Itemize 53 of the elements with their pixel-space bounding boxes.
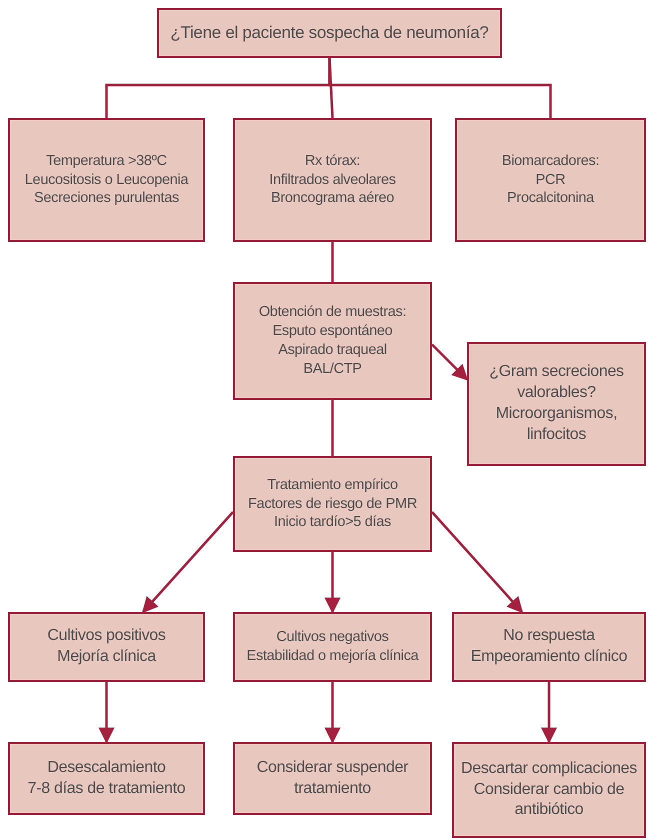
flow-box xyxy=(8,612,205,682)
box-text: Empeoramiento clínico xyxy=(470,647,628,667)
flow-box xyxy=(233,456,432,552)
box-text: Descartar complicaciones xyxy=(461,758,637,779)
box-text: Temperatura >38ºC xyxy=(46,152,167,171)
arrow xyxy=(541,682,557,744)
flow-box xyxy=(467,342,646,466)
flow-box xyxy=(8,118,205,242)
box-text: 7-8 días de tratamiento xyxy=(28,778,186,798)
flow-box xyxy=(455,118,646,242)
flow-box xyxy=(8,742,205,815)
box-text: ¿Tiene el paciente sospecha de neumonía? xyxy=(170,22,489,44)
box-text: Biomarcadores: xyxy=(502,152,600,171)
box-text: BAL/CTP xyxy=(303,360,362,379)
box-text: Secreciones purulentas xyxy=(34,189,179,208)
connector-line xyxy=(331,400,334,456)
flow-box xyxy=(233,118,432,242)
box-text: Mejoría clínica xyxy=(57,647,156,667)
box-text: Procalcitonina xyxy=(507,189,594,208)
connector-line xyxy=(328,58,552,118)
arrow xyxy=(98,682,114,744)
box-text: Cultivos positivos xyxy=(47,626,166,646)
box-text: No respuesta xyxy=(503,626,595,646)
box-text: Aspirado traqueal xyxy=(278,341,387,360)
flow-box xyxy=(452,612,646,682)
arrow xyxy=(142,511,234,614)
box-text: Factores de riesgo de PMR xyxy=(248,494,417,514)
arrow xyxy=(324,682,340,744)
flow-box xyxy=(233,282,432,400)
connector-line xyxy=(331,242,334,282)
box-text: ¿Gram secreciones valorables? xyxy=(488,362,625,404)
box-text: Broncograma aéreo xyxy=(270,189,394,208)
box-text: Obtención de muestras: xyxy=(258,303,406,322)
flow-box xyxy=(452,742,646,838)
box-text: PCR xyxy=(536,170,566,190)
box-text: Desescalamiento xyxy=(47,758,166,778)
box-text: Considerar cambio de antibiótico xyxy=(472,780,626,820)
box-text: Estabilidad o mejoría clínica xyxy=(246,647,418,666)
arrow xyxy=(324,552,340,614)
box-text: Microorganismos, linfocitos xyxy=(494,404,618,445)
flow-box xyxy=(233,612,432,682)
box-text: Infiltrados alveolares xyxy=(269,170,396,190)
arrow xyxy=(431,344,468,381)
box-text: Esputo espontáneo xyxy=(272,322,392,341)
box-text: Leucositosis o Leucopenia xyxy=(24,170,188,190)
box-text: Tratamiento empírico xyxy=(267,476,398,495)
box-text: Cultivos negativos xyxy=(276,628,389,647)
flow-box xyxy=(157,8,502,58)
flow-box xyxy=(233,742,432,815)
box-text: Inicio tardío>5 días xyxy=(274,513,391,532)
box-text: Considerar suspender tratamiento xyxy=(256,758,410,798)
box-text: Rx tórax: xyxy=(304,152,360,171)
arrow xyxy=(431,511,524,614)
